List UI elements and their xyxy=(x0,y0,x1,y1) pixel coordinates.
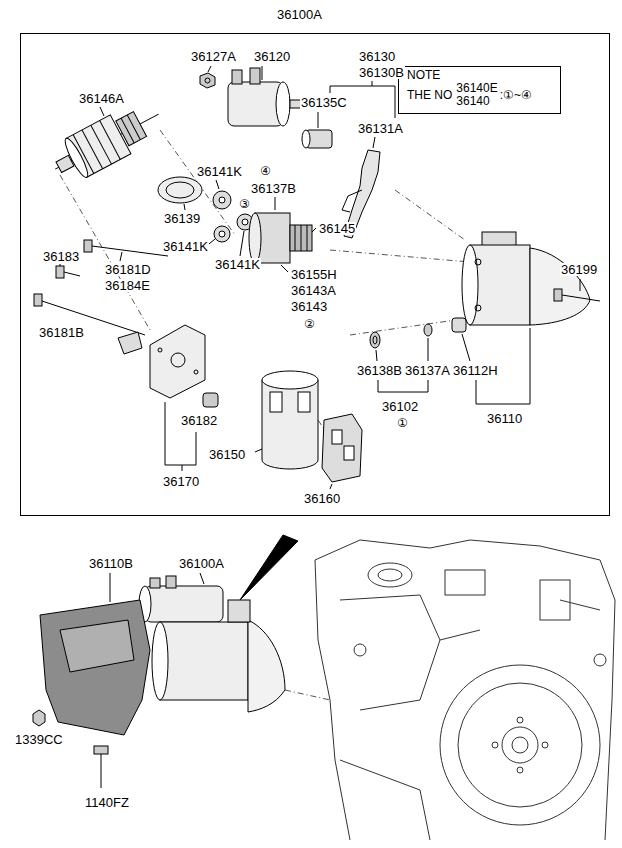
callout-number: 1339CC xyxy=(14,733,64,746)
callout-number: 36143A xyxy=(290,284,337,297)
drive-housing xyxy=(462,232,590,325)
assembly-number: 36100A xyxy=(275,8,324,21)
callout-number: 36141K xyxy=(196,165,243,178)
callout-number: 36139 xyxy=(163,212,201,225)
callout-number: 36141K xyxy=(162,240,209,253)
note-box: NOTE THE NO 36140E36140:①~④ xyxy=(398,66,561,114)
callout-number: 36170 xyxy=(162,475,200,488)
callout-number: 36141K xyxy=(214,258,261,271)
callout-number: 36199 xyxy=(560,263,598,276)
callout-number: 36155H xyxy=(290,268,338,281)
callout-number: 36100A xyxy=(178,557,225,570)
callout-number: 36160 xyxy=(303,492,341,505)
note-text: 36140E xyxy=(456,82,497,95)
note-text: :①~④ xyxy=(500,89,532,102)
callout-number: 36137B xyxy=(250,182,297,195)
note-text: THE NO xyxy=(407,89,452,102)
callout-number: 36182 xyxy=(180,414,218,427)
callout-number: 36181B xyxy=(38,326,85,339)
callout-number: 36112H xyxy=(452,364,499,377)
callout-number: 36183 xyxy=(42,250,80,263)
callout-number: 36181D xyxy=(104,263,152,276)
callout-number: 36110B xyxy=(88,557,134,570)
note-heading: NOTE xyxy=(407,69,440,82)
callout-number: 36143 xyxy=(290,300,328,313)
callout-number: 36146A xyxy=(78,92,125,105)
callout-number: 36130B xyxy=(358,66,405,79)
assembly-frame: 36100A NOTE THE NO 36140E36140:①~④ xyxy=(20,6,610,516)
starter-assembly xyxy=(139,576,285,712)
callout-number: 36131A xyxy=(357,122,404,135)
callout-number: 1140FZ xyxy=(84,796,130,809)
circled-number: ③ xyxy=(238,198,251,210)
callout-number: 36150 xyxy=(208,448,246,461)
callout-number: 36145 xyxy=(318,222,356,235)
callout-number: 36138B xyxy=(356,364,403,377)
engine-block xyxy=(315,540,615,840)
plunger xyxy=(302,130,332,148)
yoke xyxy=(262,371,318,469)
note-text: 36140 xyxy=(456,95,497,108)
callout-number: 36127A xyxy=(190,50,237,63)
callout-number: 36120 xyxy=(253,50,291,63)
circled-number: ② xyxy=(303,318,316,330)
callout-number: 36110 xyxy=(486,412,523,425)
callout-number: 36184E xyxy=(104,279,151,292)
callout-number: 36102 xyxy=(381,400,419,413)
callout-number: 36135C xyxy=(300,96,348,109)
circled-number: ① xyxy=(396,417,409,429)
clutch xyxy=(249,213,312,263)
callout-number: 36130 xyxy=(358,50,396,63)
armature xyxy=(45,95,169,189)
circled-number: ④ xyxy=(259,165,272,177)
callout-number: 36137A xyxy=(404,364,451,377)
solenoid xyxy=(228,68,306,126)
